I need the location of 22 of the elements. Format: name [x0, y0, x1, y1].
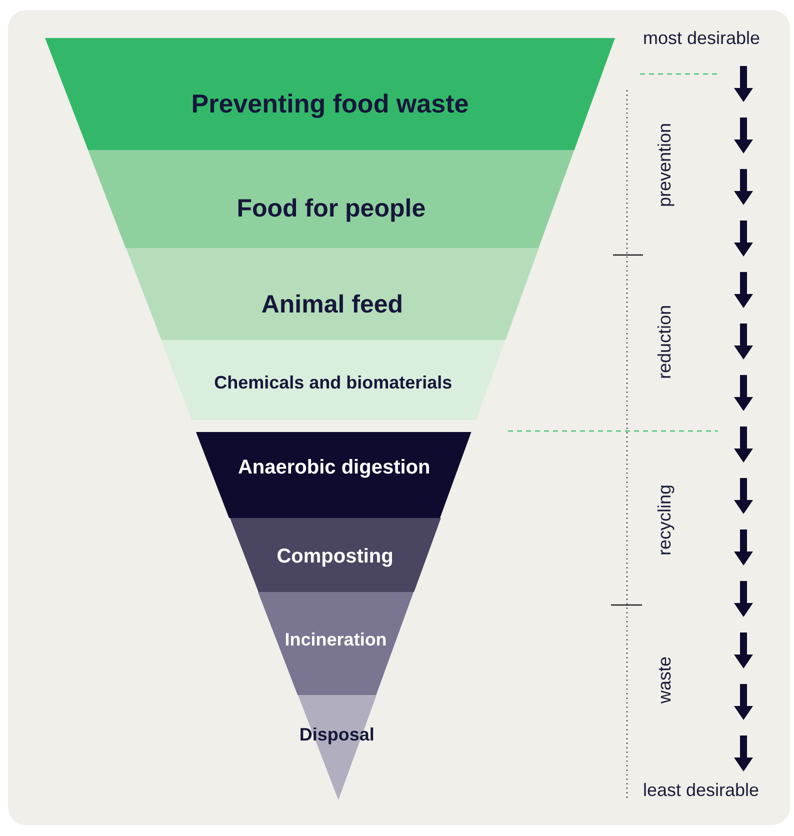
layer-label: Food for people — [236, 194, 426, 224]
layer-label: Anaerobic digestion — [238, 456, 430, 480]
funnel-layer — [126, 248, 539, 340]
layer-label: Preventing food waste — [191, 88, 469, 120]
funnel-layer — [88, 150, 574, 248]
layer-label: Incineration — [284, 630, 387, 650]
category-label: waste — [654, 656, 676, 704]
category-label: reduction — [654, 304, 676, 380]
layer-label: Disposal — [299, 724, 374, 746]
scale-label: least desirable — [643, 780, 760, 801]
funnel-layer — [161, 340, 506, 420]
layer-label: Chemicals and biomaterials — [214, 372, 452, 394]
funnel-layer — [196, 432, 472, 518]
funnel-layer — [45, 38, 615, 150]
layer-label: Animal feed — [261, 290, 404, 320]
funnel-layer — [258, 592, 414, 695]
category-label: prevention — [654, 122, 676, 208]
category-label: recycling — [654, 484, 676, 556]
funnel-layer — [230, 518, 440, 592]
layer-label: Composting — [276, 546, 394, 568]
funnel-layer — [298, 695, 376, 800]
scale-label: most desirable — [643, 28, 760, 49]
